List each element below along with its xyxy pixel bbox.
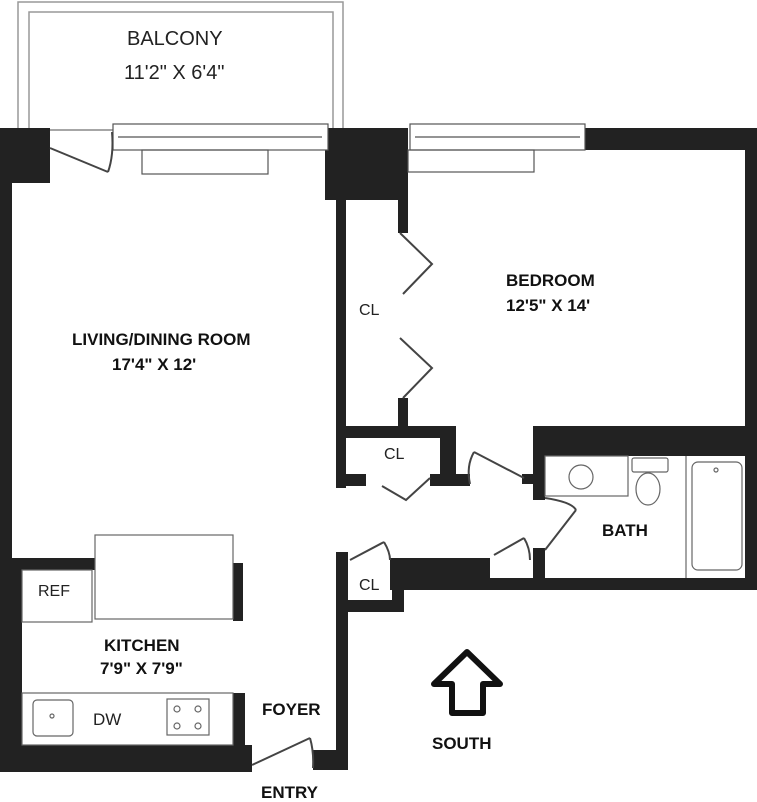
closet-foyer-label: CL [359, 577, 380, 594]
closet-bedroom-label: CL [359, 302, 380, 319]
balcony-dims: 11'2" X 6'4" [124, 62, 225, 84]
living-name: LIVING/DINING ROOM [72, 330, 251, 349]
compass-arrow-icon [431, 649, 503, 716]
kitchen-name: KITCHEN [104, 636, 180, 655]
kitchen-fixtures [21, 534, 234, 746]
radiators [141, 149, 535, 175]
walls [0, 128, 757, 772]
bath-fixtures [544, 455, 743, 578]
living-dims: 17'4" X 12' [112, 355, 197, 374]
entry-label: ENTRY [261, 783, 318, 802]
closet-hall-label: CL [384, 446, 405, 463]
bath-name: BATH [602, 521, 648, 540]
compass-label: SOUTH [432, 734, 492, 753]
bedroom-dims: 12'5" X 14' [506, 296, 591, 315]
balcony-name: BALCONY [127, 28, 223, 50]
doors [49, 131, 577, 769]
ref-label: REF [38, 583, 70, 600]
windows [112, 123, 586, 151]
foyer-name: FOYER [262, 700, 321, 719]
bedroom-name: BEDROOM [506, 271, 595, 290]
kitchen-dims: 7'9" X 7'9" [100, 659, 183, 678]
dw-label: DW [93, 710, 122, 729]
